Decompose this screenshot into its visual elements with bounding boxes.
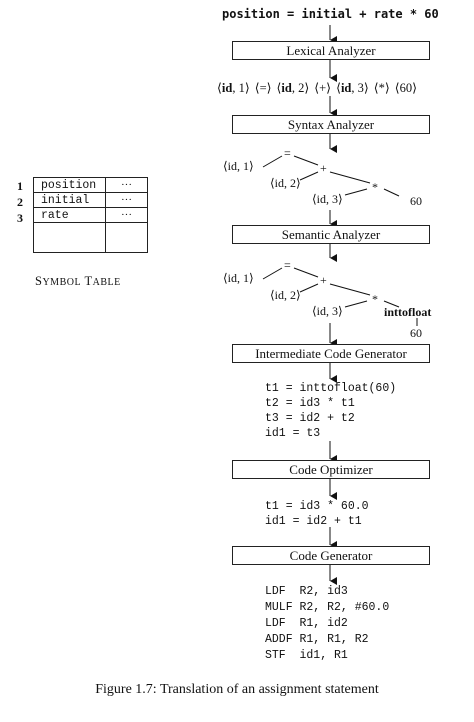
source-statement: position = initial + rate * 60 [222,7,439,21]
symbol-attributes: ··· [105,192,148,208]
semantic-tree-node-plus: + [320,273,327,287]
syntax-tree-node-id2: ⟨id, 2⟩ [270,176,301,190]
semantic-tree-node-conv: inttofloat [384,305,432,319]
syntax-tree-node-num: 60 [410,194,422,208]
code-generator-label: Code Generator [289,547,373,563]
semantic-tree-node-id2: ⟨id, 2⟩ [270,288,301,302]
code-generator-box: Code Generator [232,546,430,565]
semantic-analyzer-label: Semantic Analyzer [281,226,381,242]
target-code-line: STF id1, R1 [265,649,348,662]
token-id: ⟨id, 1⟩ [217,81,250,95]
intermediate-code-generator-label: Intermediate Code Generator [255,345,407,361]
intermediate-code-line: t2 = id3 * t1 [265,397,355,410]
code-optimizer-label: Code Optimizer [289,461,373,477]
syntax-analyzer-box: Syntax Analyzer [232,115,430,134]
figure-caption: Figure 1.7: Translation of an assignment… [95,682,379,697]
code-optimizer-box: Code Optimizer [232,460,430,479]
syntax-tree-edges [262,155,400,197]
semantic-tree-node-id3: ⟨id, 3⟩ [312,304,343,318]
syntax-analyzer-label: Syntax Analyzer [287,116,375,132]
lexical-analyzer-box: Lexical Analyzer [232,41,430,60]
target-code-line: LDF R1, id2 [265,617,348,630]
symbol-table-title-ymbol: YMBOL [42,277,82,288]
symbol-name-empty [33,222,106,253]
symbol-name: position [33,177,106,193]
token-id: ⟨id, 3⟩ [336,81,369,95]
symbol-table-title: SYMBOL TABLE [35,274,121,289]
syntax-tree-node-plus: + [320,161,327,175]
symbol-table-row: position ··· [33,177,148,193]
symbol-table-title-s: S [35,274,43,288]
syntax-tree-node-id3: ⟨id, 3⟩ [312,192,343,206]
token-stream: ⟨id, 1⟩ ⟨=⟩ ⟨id, 2⟩ ⟨+⟩ ⟨id, 3⟩ ⟨*⟩ ⟨60⟩ [217,82,422,95]
semantic-tree-node-assign: = [284,258,291,272]
symbol-attributes: ··· [105,177,148,193]
semantic-tree-node-times: * [372,292,378,306]
semantic-analyzer-box: Semantic Analyzer [232,225,430,244]
symbol-table-empty-row [33,222,148,253]
token-op: ⟨*⟩ [373,81,390,95]
symbol-table-title-t: T [84,274,93,288]
target-code-line: MULF R2, R2, #60.0 [265,601,390,614]
optimized-code-line: id1 = id2 + t1 [265,515,362,528]
symbol-name: rate [33,207,106,223]
symbol-table-row: initial ··· [33,192,148,208]
optimized-code-line: t1 = id3 * 60.0 [265,500,369,513]
symbol-attributes: ··· [105,207,148,223]
symbol-name: initial [33,192,106,208]
intermediate-code-line: id1 = t3 [265,427,321,440]
semantic-tree-node-id1: ⟨id, 1⟩ [223,271,254,285]
target-code-line: ADDF R1, R1, R2 [265,633,369,646]
semantic-tree-edges [262,267,418,326]
symbol-table-row: rate ··· [33,207,148,223]
token-op: ⟨=⟩ [254,81,272,95]
symbol-table-index-2: 2 [17,195,23,209]
token-num: ⟨60⟩ [394,81,418,95]
syntax-tree-node-times: * [372,180,378,194]
symbol-table-index-1: 1 [17,179,23,193]
lexical-analyzer-label: Lexical Analyzer [286,42,376,58]
token-id: ⟨id, 2⟩ [276,81,310,95]
syntax-tree-node-assign: = [284,146,291,160]
symbol-table-title-able: ABLE [92,277,121,288]
symbol-table-index-3: 3 [17,211,23,225]
syntax-tree-node-id1: ⟨id, 1⟩ [223,159,254,173]
token-op: ⟨+⟩ [314,81,332,95]
intermediate-code-line: t3 = id2 + t2 [265,412,355,425]
intermediate-code-generator-box: Intermediate Code Generator [232,344,430,363]
intermediate-code-line: t1 = inttofloat(60) [265,382,397,395]
target-code-line: LDF R2, id3 [265,585,348,598]
semantic-tree-node-num: 60 [410,326,422,340]
symbol-attributes-empty [105,222,148,253]
symbol-table: position ··· initial ··· rate ··· [33,177,148,253]
